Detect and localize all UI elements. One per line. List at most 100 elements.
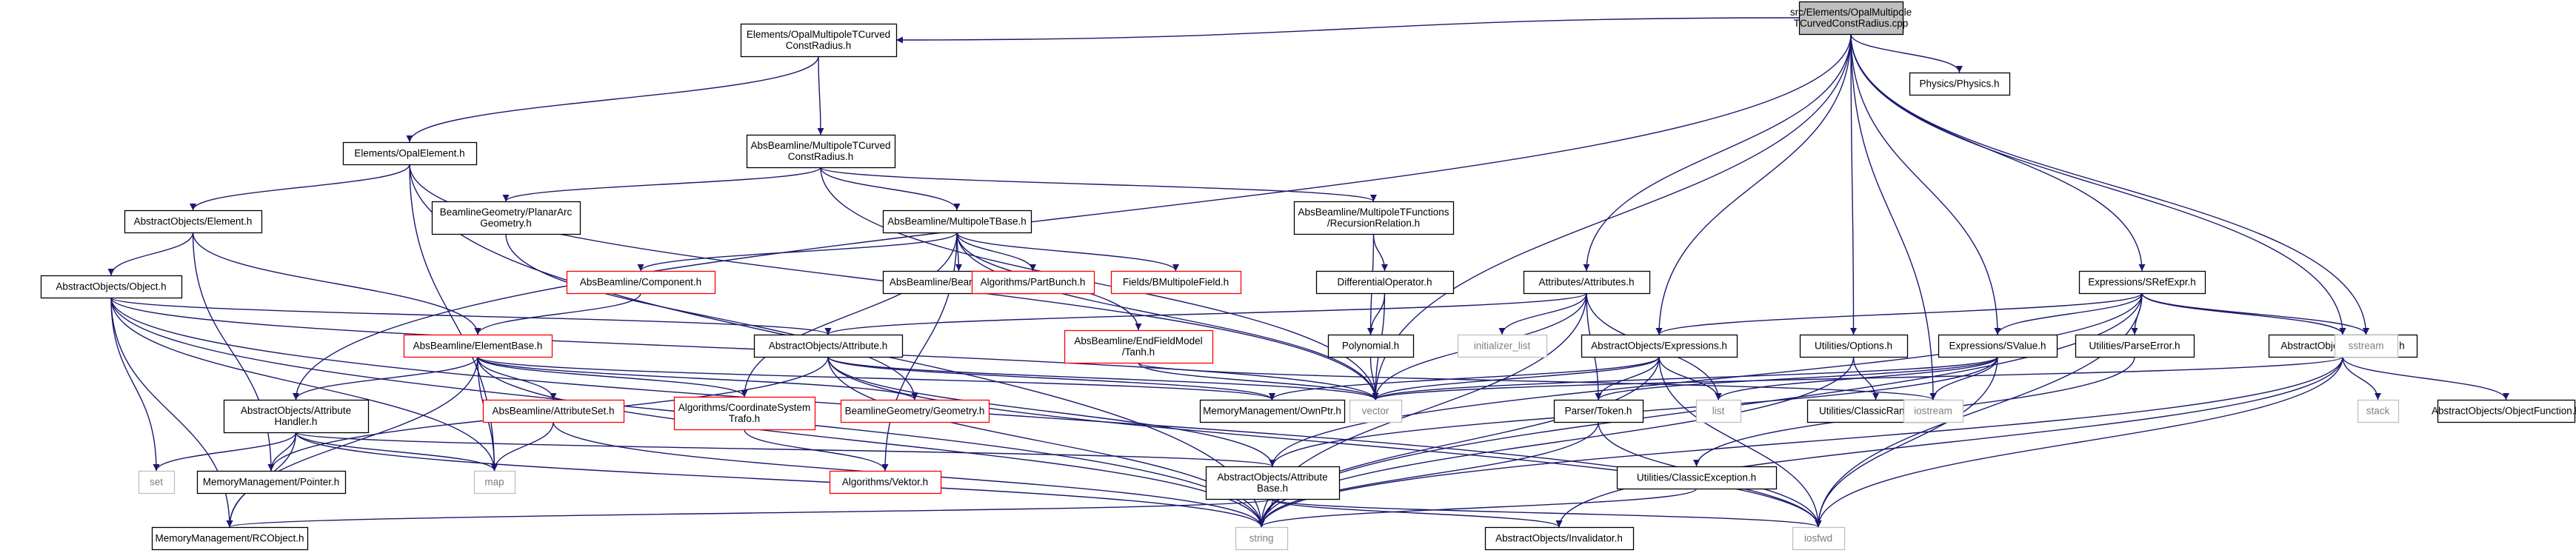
include-edge	[406, 56, 819, 143]
node-box	[196, 470, 347, 495]
include-edge	[1372, 356, 1998, 400]
include-edge	[293, 33, 1852, 400]
node-rcobject[interactable]: MemoryManagement/RCObject.h	[151, 526, 309, 551]
node-box	[1553, 399, 1644, 423]
node-tanh[interactable]: AbsBeamline/EndFieldModel/Tanh.h	[1064, 329, 1214, 364]
node-box	[1799, 334, 1909, 358]
node-label: AbsBeamline/ElementBase.h	[413, 341, 543, 352]
node-ab-mtccr[interactable]: AbsBeamline/MultipoleTCurvedConstRadius.…	[746, 134, 896, 169]
node-label: BeamlineGeometry/Geometry.h	[845, 406, 985, 417]
node-box	[840, 399, 990, 423]
edge-arrow	[491, 421, 554, 472]
node-elementbase[interactable]: AbsBeamline/ElementBase.h	[403, 334, 553, 358]
node-label: Algorithms/PartBunch.h	[981, 277, 1086, 288]
edge-arrow	[1372, 33, 1852, 400]
node-parsertoken[interactable]: Parser/Token.h	[1553, 399, 1644, 423]
node-attributeset[interactable]: AbsBeamline/AttributeSet.h	[482, 399, 625, 423]
node-partbunch[interactable]: Algorithms/PartBunch.h	[971, 270, 1095, 295]
node-classicexception[interactable]: Utilities/ClassicException.h	[1616, 466, 1778, 490]
node-label: Physics/Physics.h	[1919, 78, 1999, 90]
include-edge	[1595, 356, 1998, 400]
node-label: Handler.h	[275, 416, 318, 427]
include-edge	[1138, 362, 1379, 400]
node-svalue[interactable]: Expressions/SValue.h	[1938, 334, 2058, 358]
edge-arrow	[477, 356, 1275, 400]
include-edge	[107, 232, 194, 276]
node-label: Elements/OpalElement.h	[354, 148, 464, 159]
edge-arrow	[1372, 233, 1388, 272]
node-label: string	[1249, 533, 1273, 544]
node-box	[473, 470, 516, 495]
include-edge	[1269, 292, 2143, 467]
node-box	[2437, 399, 2576, 423]
node-objectfunction[interactable]: AbstractObjects/ObjectFunction.h	[2432, 399, 2576, 423]
edge-arrow	[110, 297, 498, 472]
node-box	[1457, 334, 1548, 358]
node-mtbase[interactable]: AbsBeamline/MultipoleTBase.h	[882, 210, 1032, 234]
node-label: AbsBeamline/AttributeSet.h	[492, 406, 614, 417]
node-label: BeamlineGeometry/PlanarArc	[440, 207, 573, 218]
include-edge	[295, 432, 1275, 467]
include-edge	[1555, 356, 2343, 528]
edge-arrow	[1655, 292, 2143, 335]
include-edge	[1655, 292, 2143, 335]
node-label: Parser/Token.h	[1565, 406, 1632, 417]
node-ao-attribute[interactable]: AbstractObjects/Attribute.h	[753, 334, 904, 358]
node-options[interactable]: Utilities/Options.h	[1799, 334, 1909, 358]
edge-arrow	[190, 164, 410, 211]
edge-arrow	[1994, 292, 2143, 335]
edge-arrow	[1138, 362, 1937, 400]
node-pointer[interactable]: MemoryManagement/Pointer.h	[196, 470, 347, 495]
node-invalidator[interactable]: AbstractObjects/Invalidator.h	[1484, 526, 1635, 551]
node-label: AbstractObjects/Attribute	[1217, 472, 1327, 483]
node-label: map	[484, 477, 504, 488]
node-string: string	[1235, 526, 1289, 551]
node-box	[223, 399, 370, 434]
include-edge	[110, 297, 1379, 400]
node-opalelement[interactable]: Elements/OpalElement.h	[342, 141, 478, 166]
edge-arrow	[1850, 33, 2001, 335]
node-diffop[interactable]: DifferentialOperator.h	[1315, 270, 1455, 295]
include-edge	[2342, 356, 2509, 400]
node-expressions[interactable]: AbstractObjects/Expressions.h	[1581, 334, 1738, 358]
node-component[interactable]: AbsBeamline/Component.h	[566, 270, 716, 295]
include-edge	[817, 56, 824, 135]
node-label: AbstractObjects/Invalidator.h	[1495, 533, 1623, 544]
edge-arrow	[1655, 33, 1852, 335]
node-box	[1909, 72, 2011, 96]
edge-arrow	[820, 167, 1377, 202]
node-box	[1315, 270, 1455, 295]
node-bmultfield[interactable]: Fields/BMultipoleField.h	[1110, 270, 1242, 295]
node-box	[403, 334, 553, 358]
node-box	[971, 270, 1095, 295]
node-geometry[interactable]: BeamlineGeometry/Geometry.h	[840, 399, 990, 423]
node-parseerror[interactable]: Utilities/ParseError.h	[2075, 334, 2195, 358]
node-vektor[interactable]: Algorithms/Vektor.h	[829, 470, 942, 495]
edge-arrow	[817, 56, 824, 135]
edge-arrow	[110, 297, 1379, 400]
node-attributes[interactable]: Attributes/Attributes.h	[1523, 270, 1651, 295]
include-edge	[1658, 356, 1822, 528]
node-polynomial[interactable]: Polynomial.h	[1327, 334, 1415, 358]
include-edge	[1372, 356, 1660, 400]
edge-arrow	[1272, 498, 1822, 528]
node-label: Algorithms/Vektor.h	[842, 477, 928, 488]
include-edge	[1272, 498, 1563, 528]
node-ao-object[interactable]: AbstractObjects/Object.h	[40, 275, 183, 299]
node-label: TCurvedConstRadius.cpp	[1794, 18, 1909, 29]
node-mtfunc[interactable]: AbsBeamline/MultipoleTFunctions/Recursio…	[1293, 201, 1455, 235]
include-edge	[824, 292, 1587, 335]
include-edge	[1258, 421, 1599, 528]
node-physics[interactable]: Physics/Physics.h	[1909, 72, 2011, 96]
include-edge	[1849, 33, 1857, 335]
node-e-mtccr[interactable]: Elements/OpalMultipoleTCurvedConstRadius…	[740, 23, 898, 58]
node-ownptr[interactable]: MemoryManagement/OwnPtr.h	[1199, 399, 1346, 423]
node-box	[829, 470, 942, 495]
include-edge	[153, 432, 297, 472]
node-srefexpr[interactable]: Expressions/SRefExpr.h	[2078, 270, 2206, 295]
node-ao-element[interactable]: AbstractObjects/Element.h	[124, 210, 263, 234]
